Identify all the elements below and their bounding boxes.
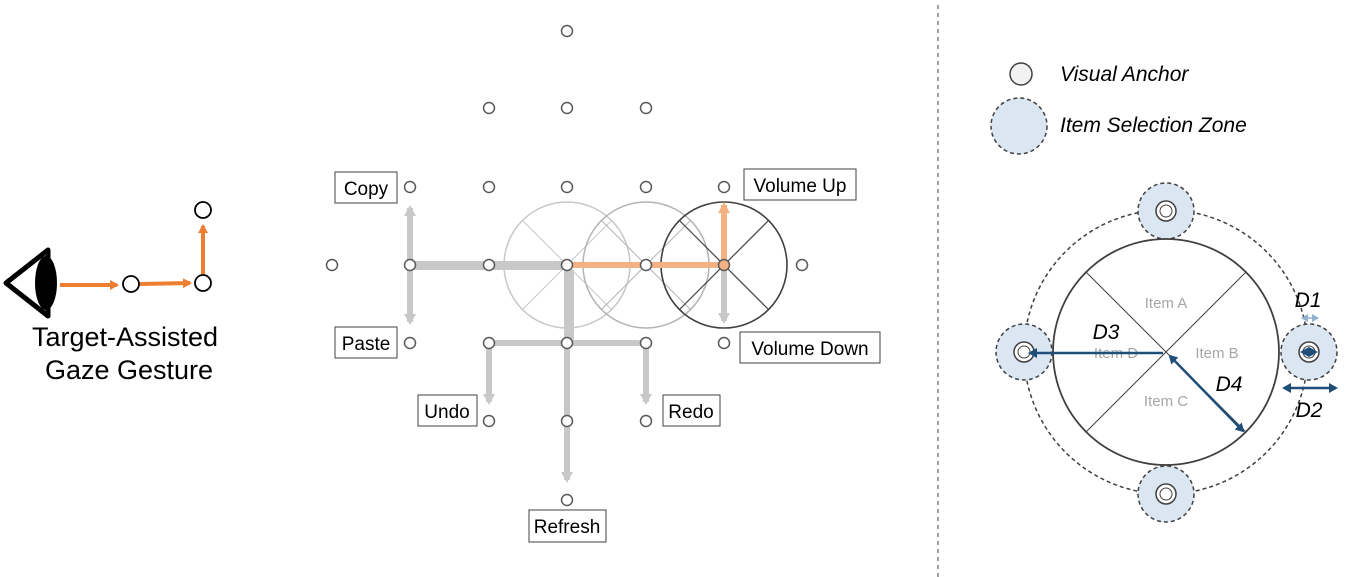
legend-selection-zone: Item Selection Zone xyxy=(1060,114,1247,137)
d1-label: D1 xyxy=(1295,289,1322,312)
command-label-undo: Undo xyxy=(417,394,478,427)
grid-anchor xyxy=(639,258,653,272)
caption-line-1: Target-Assisted xyxy=(32,322,218,352)
grid-anchor xyxy=(560,493,574,507)
item-c-label: Item C xyxy=(1144,393,1188,410)
svg-text:Refresh: Refresh xyxy=(534,517,601,538)
visual-anchor xyxy=(1155,200,1177,222)
item-a-label: Item A xyxy=(1145,295,1188,312)
grid-anchor xyxy=(560,336,574,350)
gesture-command-map: Copy Paste Undo Redo Refresh Volume Up V… xyxy=(325,24,881,543)
grid-anchor xyxy=(560,258,574,272)
grid-anchor xyxy=(560,24,574,38)
visual-anchor-icon xyxy=(1009,62,1033,86)
gesture-path-segment xyxy=(139,278,192,289)
grid-anchor xyxy=(325,258,339,272)
grid-anchor xyxy=(560,180,574,194)
grid-anchor xyxy=(482,101,496,115)
svg-text:Copy: Copy xyxy=(344,179,389,200)
grid-anchor xyxy=(795,258,809,272)
svg-text:Volume Down: Volume Down xyxy=(751,339,868,360)
grid-anchor xyxy=(639,336,653,350)
selection-zone-icon xyxy=(990,97,1048,155)
selection-geometry: Item A Item B Item C Item D D1 D2 D3 D4 xyxy=(995,182,1338,523)
d4-arrow xyxy=(1168,354,1245,433)
command-label-volume-down: Volume Down xyxy=(739,331,881,364)
legend-visual-anchor: Visual Anchor xyxy=(1060,63,1189,86)
svg-text:Undo: Undo xyxy=(424,402,469,423)
grid-anchor xyxy=(639,180,653,194)
grid-anchor xyxy=(717,180,731,194)
gesture-anchor xyxy=(194,201,212,219)
grid-anchor xyxy=(403,180,417,194)
d2-label: D2 xyxy=(1296,399,1323,422)
command-label-refresh: Refresh xyxy=(528,509,607,543)
d4-label: D4 xyxy=(1216,373,1243,396)
d3-label: D3 xyxy=(1093,321,1120,344)
grid-anchor xyxy=(403,258,417,272)
grid-anchor xyxy=(482,414,496,428)
grid-anchor xyxy=(482,258,496,272)
grid-anchor xyxy=(482,336,496,350)
grid-anchor xyxy=(560,101,574,115)
svg-text:Redo: Redo xyxy=(668,402,713,423)
grid-anchor xyxy=(560,414,574,428)
visual-anchor xyxy=(1155,483,1177,505)
caption-line-2: Gaze Gesture xyxy=(45,355,213,385)
grid-anchor xyxy=(482,180,496,194)
grid-anchor xyxy=(717,336,731,350)
command-label-volume-up: Volume Up xyxy=(743,168,857,201)
gesture-anchor xyxy=(122,275,140,293)
grid-anchor xyxy=(639,101,653,115)
grid-anchor xyxy=(639,414,653,428)
gaze-gesture-panel: Target-Assisted Gaze Gesture xyxy=(3,201,218,385)
command-label-paste: Paste xyxy=(334,326,398,359)
svg-text:Volume Up: Volume Up xyxy=(754,176,847,197)
grid-anchors xyxy=(325,24,809,507)
item-b-label: Item B xyxy=(1195,345,1238,362)
grid-anchor xyxy=(717,258,731,272)
grid-anchor xyxy=(403,336,417,350)
command-label-copy: Copy xyxy=(334,171,398,204)
gesture-anchor xyxy=(194,274,212,292)
command-label-redo: Redo xyxy=(662,394,721,427)
svg-text:Paste: Paste xyxy=(342,334,391,355)
legend: Visual Anchor Item Selection Zone xyxy=(990,62,1247,155)
eye-icon xyxy=(3,247,57,319)
